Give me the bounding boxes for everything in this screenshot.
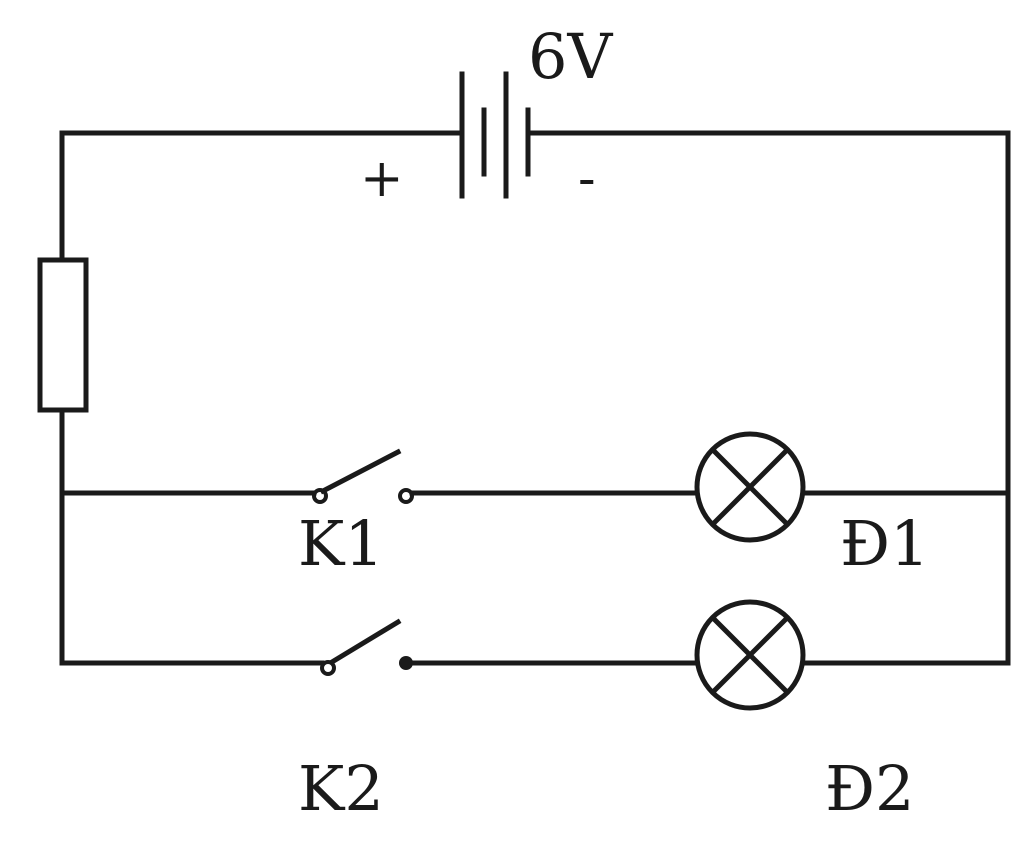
lamp-d1-circle — [694, 431, 806, 543]
lamp-d2-symbol — [694, 599, 806, 711]
fuse-symbol — [37, 257, 89, 413]
switch-k2-terminal-left — [320, 660, 336, 676]
switch-k2-terminal-right — [399, 656, 413, 670]
lamp-d2-cross-b — [709, 614, 791, 696]
battery-minus-label: - — [578, 149, 596, 209]
battery-voltage-label: 6V — [528, 20, 613, 93]
switch-k2-label: K2 — [298, 752, 384, 825]
lamp-d1-cross-b — [709, 446, 791, 528]
switch-k2-blade — [328, 618, 402, 666]
switch-k1-label: K1 — [298, 507, 384, 580]
battery-plus-label: + — [360, 149, 404, 209]
branch-2 — [59, 599, 1011, 711]
lamp-d2-label: Đ2 — [825, 752, 915, 825]
lamp-d2-circle — [694, 599, 806, 711]
lamp-d1-label: Đ1 — [840, 507, 930, 580]
lamp-d1-symbol — [694, 431, 806, 543]
branch-1 — [59, 431, 1011, 543]
battery-symbol — [459, 71, 531, 199]
switch-k1-blade — [319, 448, 402, 495]
switch-k1-terminal-right — [398, 488, 414, 504]
